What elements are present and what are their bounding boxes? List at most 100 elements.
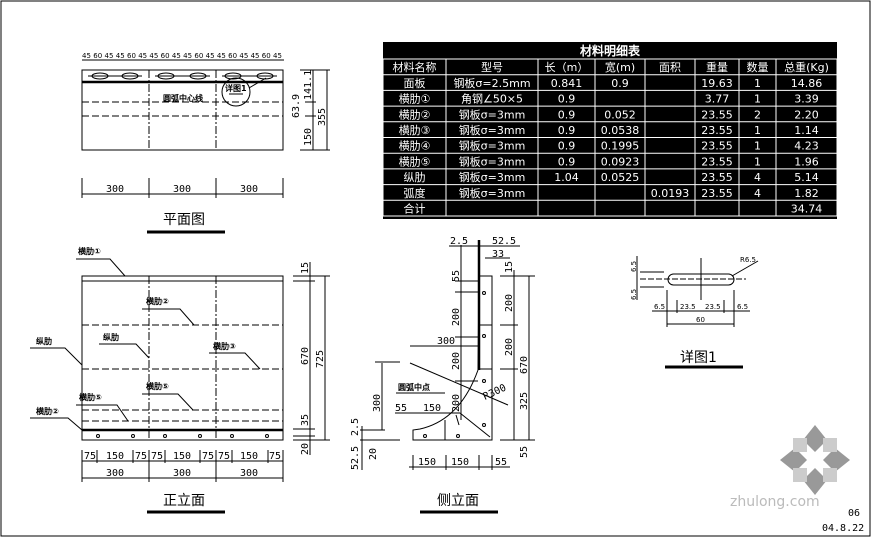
table-header-cell: 面积 [659,61,681,74]
side-dim: 55 [395,403,407,414]
centerline-label: 圆弧中心线 [163,93,203,103]
plan-title: 平面图 [163,212,205,228]
table-cell: 钢板σ=3mm [459,107,526,121]
side-elevation: 2.5 52.5 33 55 200 200 300 200 300 圆弧中点 … [350,236,535,514]
table-header-cell: 重量 [706,60,728,74]
front-sub-dim: 75 [84,451,96,462]
table-header-cell: 数量 [747,61,769,74]
table-cell: 0.0193 [651,187,690,200]
side-dim: 150 [423,403,441,414]
front-sub-dim: 75 [202,451,214,462]
side-dim: 200 [504,294,515,312]
front-dim-15: 15 [300,262,311,274]
front-sub-dim: 150 [173,451,191,462]
side-dim: 55 [451,270,462,282]
table-cell: 5.14 [794,171,819,184]
detail-1: 6.5 6.5 R6.5 6.5 23.5 23.5 6.5 60 详图1 [630,256,759,369]
table-cell: 3.77 [705,93,730,106]
table-cell: 2.20 [794,108,819,121]
label-rib-2: 横肋② [146,296,169,306]
table-header-cell: 长（m） [545,61,589,74]
detail-title: 详图1 [680,350,717,366]
table-cell: 23.55 [701,124,733,137]
plan-bottom-dim: 300 [173,184,191,195]
label-rib-5b: 横肋⑤ [79,392,102,402]
detail-dim: 6.5 [654,303,665,311]
table-cell: 钢板σ=3mm [459,139,526,153]
plan-dim-150: 150 [303,128,314,146]
table-cell: 23.55 [701,155,733,168]
side-dim: 200 [451,308,462,326]
arc-center-label: 圆弧中点 [398,382,430,392]
table-cell: 0.0525 [601,171,640,184]
table-cell: 0.0923 [601,155,640,168]
label-rib-2b: 横肋② [36,406,59,416]
side-dim: 300 [372,394,383,412]
table-cell: 合计 [404,202,426,216]
front-dim-725: 725 [315,350,326,368]
table-cell: 0.9 [611,77,629,90]
side-title: 侧立面 [437,493,479,509]
side-dim: 15 [504,261,515,273]
table-cell: 钢板σ=3mm [459,170,526,184]
side-dim: 2.5 [350,418,361,436]
table-cell: 0.0538 [601,124,640,137]
table-cell: 23.55 [701,187,733,200]
side-dim: 150 [418,457,436,468]
table-cell: 1.14 [794,124,819,137]
table-cell: 角钢∠50×5 [461,93,523,106]
front-bottom-dim: 300 [240,468,258,479]
front-bottom-dim: 300 [173,468,191,479]
front-sub-dim: 75 [151,451,163,462]
label-long-rib-side: 纵肋 [36,336,52,346]
slot-holes [88,72,277,80]
table-cell: 横肋⑤ [399,154,431,168]
table-cell: 23.55 [701,171,733,184]
table-cell: 面板 [404,76,426,90]
table-cell: 1 [754,124,761,137]
front-sub-dim: 150 [106,451,124,462]
side-dim: 20 [368,448,379,460]
table-cell: 钢板σ=3mm [459,123,526,137]
table-cell: 钢板σ=3mm [459,154,526,168]
front-dim-35: 35 [300,414,311,426]
side-dim: 200 [504,338,515,356]
table-cell: 钢板σ=2.5mm [453,76,530,90]
table-cell: 14.86 [791,77,823,90]
table-cell: 1.04 [554,171,579,184]
table-cell: 0.1995 [601,140,640,153]
plan-top-dims: 45 60 45 45 60 45 45 60 45 45 60 45 45 6… [82,52,282,60]
table-cell: 弧度 [404,186,426,200]
table-cell: 4 [754,187,761,200]
table-cell: 横肋① [399,92,431,106]
table-cell: 0.841 [551,77,583,90]
table-cell: 1 [754,93,761,106]
bolt-holes [96,434,269,438]
side-dim: 200 [451,352,462,370]
plan-dim-141: 141.1 [303,70,314,100]
table-cell: 2 [754,108,761,121]
detail-left-dim: 6.5 [630,261,638,272]
label-rib-5: 横肋⑤ [146,381,169,391]
side-dim: 52.5 [350,446,361,470]
material-table: 材料明细表 材料名称型号长（m）宽(m)面积重量数量总重(Kg)面板钢板σ=2.… [382,42,838,219]
side-dim: 2.5 [450,236,468,247]
table-cell: 1.82 [794,187,819,200]
table-cell: 0.9 [558,93,576,106]
front-sub-dim: 75 [135,451,147,462]
side-dim: 33 [492,249,504,260]
table-cell: 纵肋 [404,170,426,184]
detail-dim: 6.5 [737,303,748,311]
table-cell: 横肋② [399,107,431,121]
detail-dim: 23.5 [705,303,721,311]
detail-callout-circle [221,77,251,107]
side-dim: 325 [519,392,530,410]
table-cell: 4.23 [794,140,819,153]
side-dim: 300 [437,336,455,347]
front-dim-670: 670 [300,347,311,365]
table-cell: 0.9 [558,124,576,137]
side-dim: 200 [451,394,462,412]
plan-dim-63: 63.9 [291,94,302,118]
front-sub-dim: 75 [269,451,281,462]
